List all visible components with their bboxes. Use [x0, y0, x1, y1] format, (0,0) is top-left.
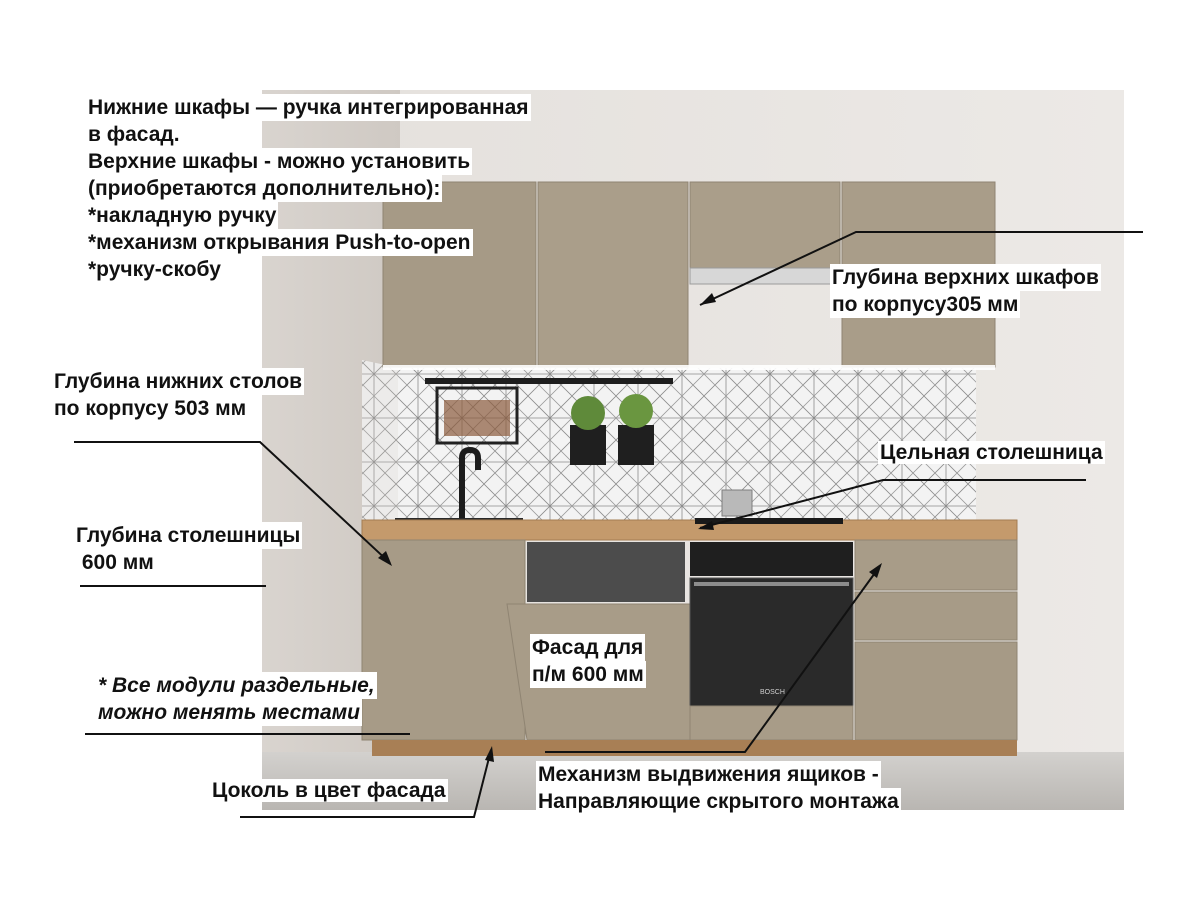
upper-cabinets — [382, 181, 996, 370]
handles-line-6: *механизм открывания Push-to-open — [86, 229, 473, 256]
plant-1 — [571, 396, 605, 430]
lower-depth-line-2: по корпусу 503 мм — [52, 395, 249, 422]
upper-depth-line-2: по корпусу305 мм — [830, 291, 1021, 318]
rail-bar — [425, 378, 673, 384]
range-hood — [689, 267, 841, 285]
handles-line-4: (приобретаются дополнительно): — [86, 175, 443, 202]
upper-depth-label: Глубина верхних шкафов по корпусу305 мм — [830, 264, 1101, 318]
drawer-mechanism-line — [545, 565, 881, 753]
faucet — [459, 446, 481, 520]
worktop-solid-text: Цельная столешница — [878, 441, 1105, 464]
modules-note-line-2: можно менять местами — [96, 699, 362, 726]
worktop-solid-label: Цельная столешница — [878, 439, 1105, 466]
upper-depth-line — [699, 231, 1143, 306]
plinth-arrow — [485, 746, 494, 762]
drawer-mechanism-label: Механизм выдвижения ящиков - Направляющи… — [536, 761, 901, 815]
plinth-text: Цоколь в цвет фасада — [210, 779, 448, 802]
worktop-depth-line-2: 600 мм — [74, 549, 156, 576]
worktop-solid-line — [699, 479, 1086, 529]
plant-2 — [619, 394, 653, 428]
upper-depth-arrow — [700, 293, 716, 305]
worktop-solid-arrow — [698, 521, 714, 530]
oven-handle — [694, 582, 849, 586]
led-strip — [383, 365, 995, 370]
wall-rail — [425, 378, 673, 465]
plinth-line — [240, 749, 492, 818]
plinth — [372, 740, 1017, 756]
upper-cabinet-1 — [382, 181, 537, 368]
spice-jars — [444, 400, 510, 436]
drawer-mechanism-line-1: Механизм выдвижения ящиков - — [536, 761, 881, 788]
handles-line-1: Нижние шкафы — ручка интегрированная — [86, 94, 531, 121]
drawer-1 — [854, 539, 1018, 591]
dishwasher-interior — [527, 542, 685, 602]
dishwasher-front-line-2: п/м 600 мм — [530, 661, 646, 688]
worktop-depth-label: Глубина столешницы 600 мм — [74, 522, 303, 576]
handles-line-2: в фасад. — [86, 121, 182, 148]
handles-line-5: *накладную ручку — [86, 202, 279, 229]
lower-depth-label: Глубина нижних столов по корпусу 503 мм — [52, 368, 305, 422]
spice-rack — [435, 386, 519, 445]
drawer-2 — [854, 591, 1018, 641]
modules-note-label: * Все модули раздельные, можно менять ме… — [96, 672, 377, 726]
oven-control-panel — [690, 542, 853, 576]
left-tile-backsplash — [362, 360, 400, 528]
handles-line-3: Верхние шкафы - можно установить — [86, 148, 473, 175]
lower-depth-line-1: Глубина нижних столов — [52, 368, 305, 395]
drawer-mechanism-line-2: Направляющие скрытого монтажа — [536, 788, 901, 815]
oven-brand: BOSCH — [760, 689, 785, 696]
upper-cabinet-hood — [689, 181, 841, 271]
drawer-mechanism-arrow — [869, 563, 882, 578]
countertop — [361, 519, 1018, 541]
handles-note: Нижние шкафы — ручка интегрированная в ф… — [86, 94, 531, 283]
dishwasher-front-line-1: Фасад для — [530, 634, 646, 661]
plinth-label: Цоколь в цвет фасада — [210, 777, 448, 804]
pot — [721, 489, 753, 517]
worktop-depth-line-1: Глубина столешницы — [74, 522, 303, 549]
upper-cabinet-2 — [537, 181, 689, 368]
oven-drawer — [689, 705, 854, 741]
cooktop — [695, 518, 843, 524]
callout-lines — [74, 231, 1143, 818]
handles-line-7: *ручку-скобу — [86, 256, 223, 283]
lower-depth-line — [74, 441, 391, 564]
lower-sink-cabinet — [361, 539, 526, 741]
upper-depth-line-1: Глубина верхних шкафов — [830, 264, 1101, 291]
plant-pot-2 — [618, 425, 654, 465]
drawer-3 — [854, 641, 1018, 741]
dishwasher-front-label: Фасад для п/м 600 мм — [530, 634, 646, 688]
lower-depth-arrow — [378, 551, 392, 566]
plant-pot-1 — [570, 425, 606, 465]
oven-door — [689, 577, 854, 707]
modules-note-line-1: * Все модули раздельные, — [96, 672, 377, 699]
